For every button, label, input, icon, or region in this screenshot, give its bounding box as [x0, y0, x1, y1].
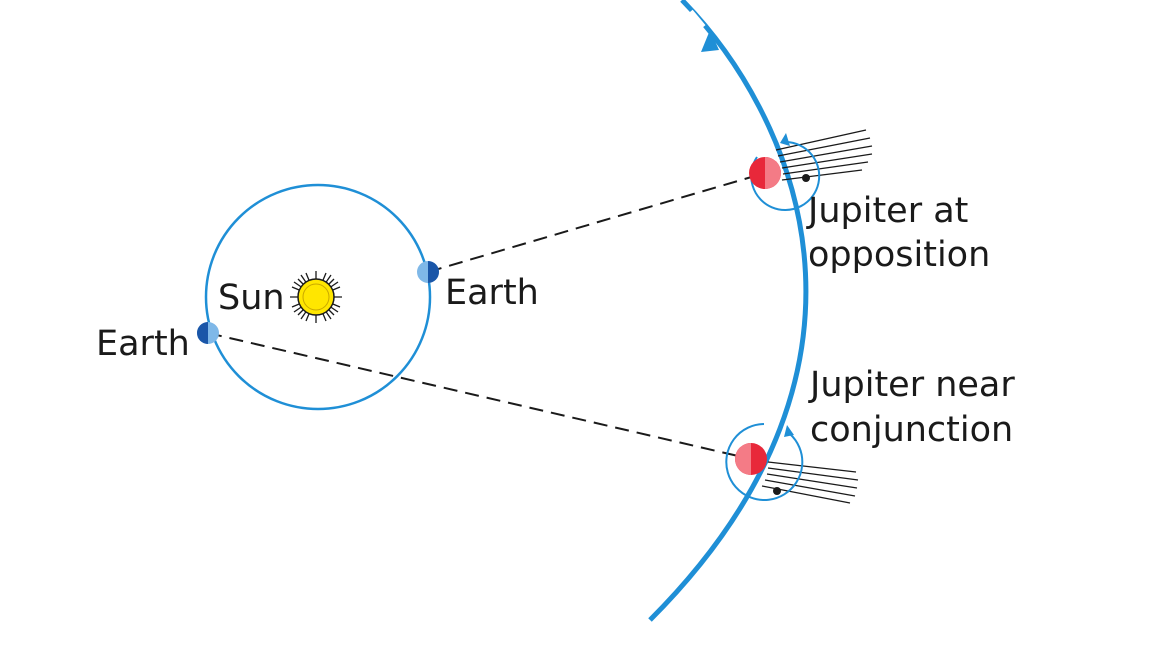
earth-label-left: Earth: [96, 324, 190, 364]
jupiter-orbit-gap: [686, 9, 706, 31]
line-of-sight-conjunction: [207, 332, 752, 460]
jupiter-at-opposition: [749, 129, 873, 211]
earth-orbit: [204, 183, 432, 411]
sun-label: Sun: [218, 278, 285, 318]
rotation-arrow-icon: [725, 423, 804, 501]
sun-icon: [290, 271, 342, 323]
earth-icon-conjunction: [197, 322, 219, 344]
rotation-arrow-icon: [750, 141, 821, 211]
jupiter-opposition-label-line1: Jupiter at: [806, 191, 968, 231]
earth-label-right: Earth: [445, 273, 539, 313]
moon-icon: [773, 487, 781, 495]
jupiter-orbit: [648, 0, 809, 622]
line-of-sight-opposition: [427, 172, 766, 273]
moon-icon: [802, 174, 810, 182]
jupiter-conjunction-label-line2: conjunction: [810, 410, 1013, 450]
jupiter-conjunction-label-line1: Jupiter near: [808, 365, 1015, 405]
jupiter-near-conjunction: [725, 423, 859, 504]
jupiter-opposition-label-line2: opposition: [808, 235, 990, 275]
jupiter-orbit-arrow: [701, 30, 719, 52]
earth-icon-opposition: [417, 261, 439, 283]
